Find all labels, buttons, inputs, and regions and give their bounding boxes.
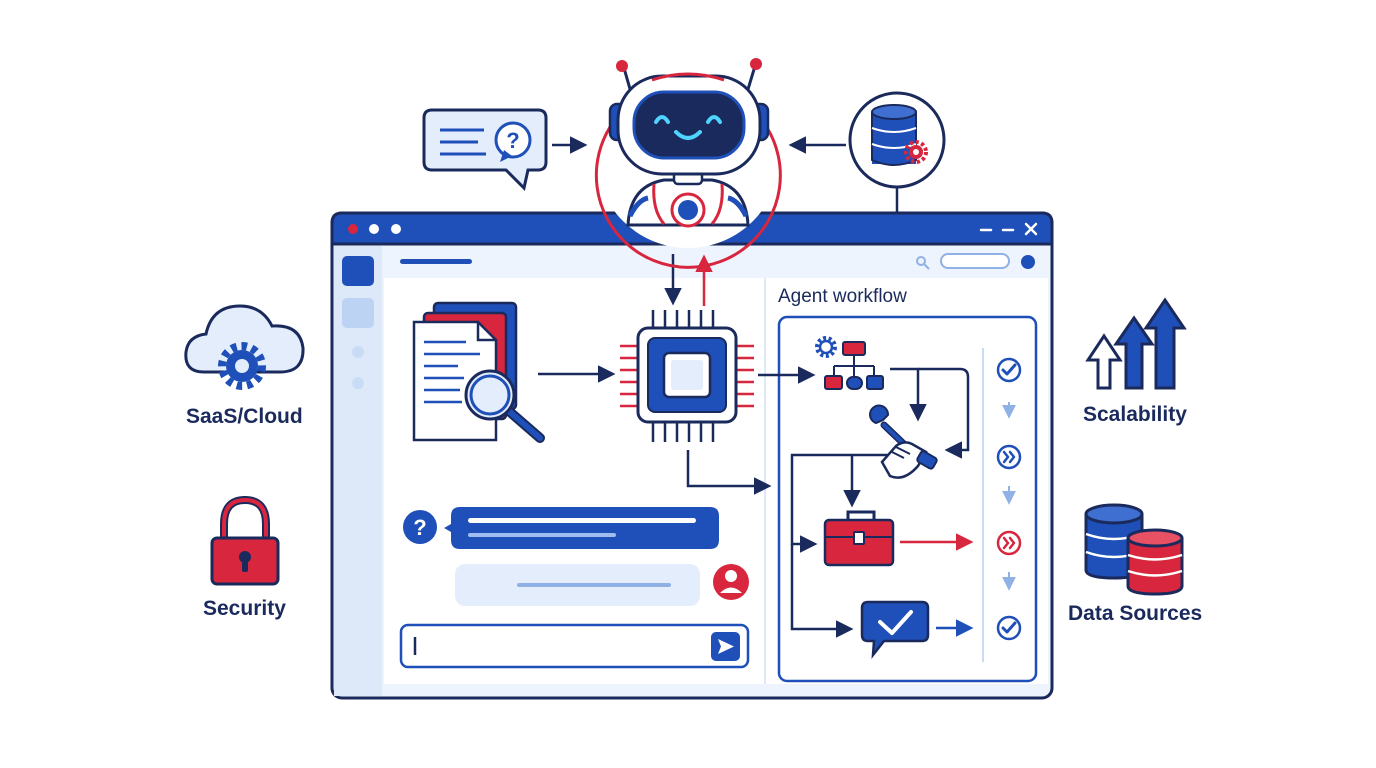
growth-arrows-icon [1085,297,1187,390]
window-controls [979,222,1038,236]
sidebar-item[interactable] [342,298,374,328]
agent-reply-bubble [455,564,700,606]
hand-wrench-icon [869,404,938,479]
avatar[interactable] [1021,255,1035,269]
cloud-gear-icon [184,304,305,390]
status-check-1 [996,357,1022,383]
flow-connector [918,367,970,459]
chat-question-avatar: ? [403,510,437,544]
approval-chat-icon [860,600,930,659]
flow-connector [790,544,854,638]
scalability-label: Scalability [1083,403,1187,426]
database-stack-icon [1084,503,1184,596]
sidebar-dot[interactable] [352,377,364,389]
window-min-dot[interactable] [369,224,379,234]
search-input[interactable] [940,253,1010,269]
database-gear-icon [848,91,946,189]
chat-question-icon: ? [422,108,548,191]
title-placeholder-bar [400,259,472,264]
cpu-chip-icon [620,310,754,442]
flow-connector [790,453,888,553]
window-close-dot[interactable] [348,224,358,234]
toolbox-icon [823,510,895,567]
data-sources-label: Data Sources [1068,602,1203,625]
cpu-to-chat-arrow [686,450,772,495]
svg-text:?: ? [506,128,519,153]
security-label: Security [203,597,286,620]
search-icon[interactable] [916,256,930,270]
status-forward-2 [996,530,1022,556]
agent-workflow-title: Agent workflow [778,286,907,307]
svg-text:?: ? [413,515,426,540]
document-search-icon [412,301,545,443]
robot-icon [594,58,782,269]
sidebar-dot[interactable] [352,346,364,358]
agent-workflow-panel [777,315,1038,683]
process-flow-icon [815,336,884,390]
saas-cloud-label: SaaS/Cloud [186,405,303,428]
status-forward-1 [996,444,1022,470]
message-input[interactable] [399,623,750,669]
user-message-bubble [444,507,719,549]
sidebar-item-active[interactable] [342,256,374,286]
padlock-icon [210,495,280,586]
gear-icon [815,336,837,358]
close-icon[interactable] [1024,222,1038,236]
window-max-dot[interactable] [391,224,401,234]
status-check-2 [996,615,1022,641]
user-avatar-icon [713,564,749,600]
send-button[interactable] [711,632,740,661]
